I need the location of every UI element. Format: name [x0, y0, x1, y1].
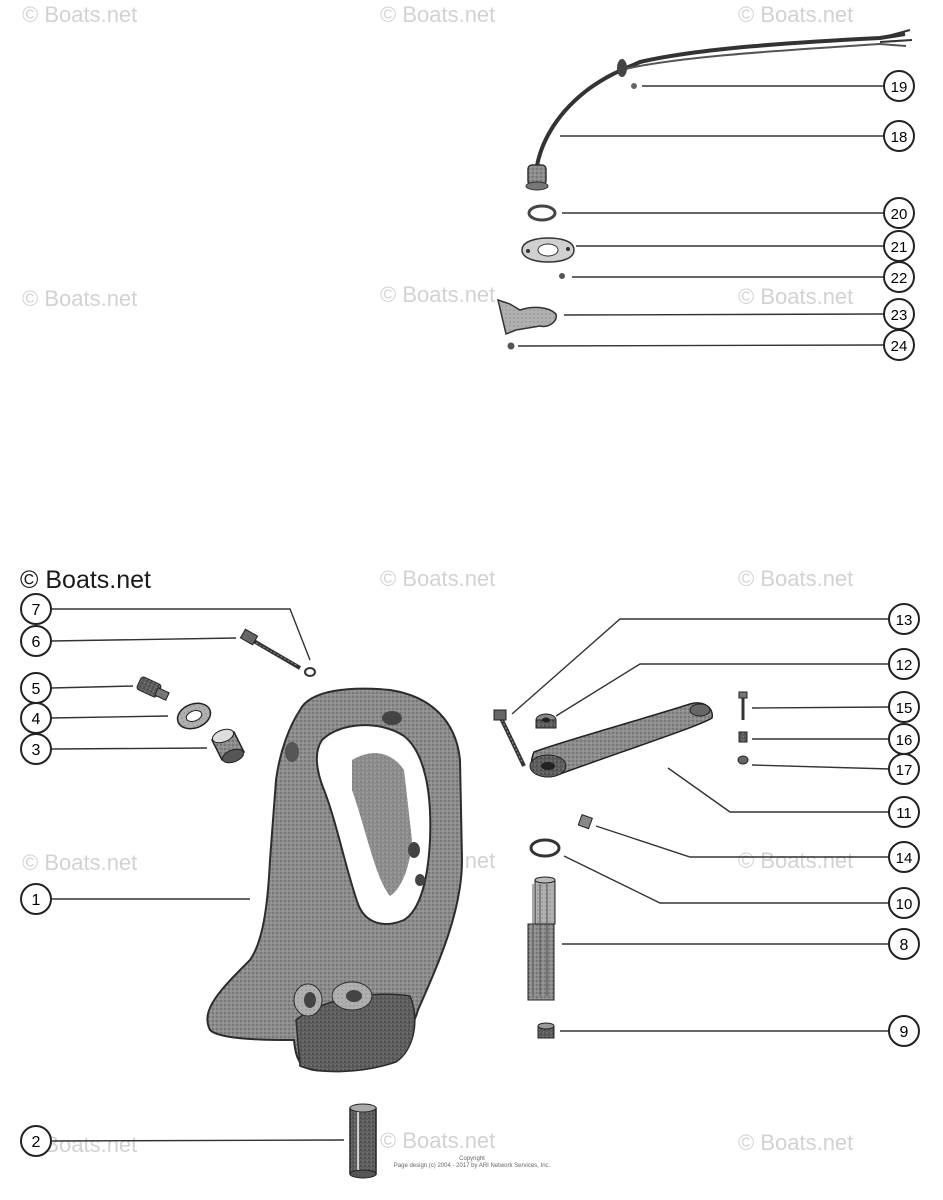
o-ring — [527, 204, 557, 222]
pin — [349, 1103, 377, 1179]
watermark: © Boats.net — [380, 2, 496, 27]
bolt — [239, 628, 302, 670]
bolt — [738, 691, 748, 720]
callout-label: 3 — [32, 742, 41, 759]
callout-1[interactable]: 1 — [20, 883, 52, 915]
callout-24[interactable]: 24 — [883, 329, 915, 361]
grease-fitting — [136, 676, 170, 701]
callout-10[interactable]: 10 — [888, 887, 920, 919]
watermark: © Boats.net — [22, 850, 138, 875]
callout-label: 11 — [896, 805, 912, 822]
watermark: © Boats.net — [738, 848, 854, 873]
callout-22[interactable]: 22 — [883, 261, 915, 293]
callout-21[interactable]: 21 — [883, 230, 915, 262]
callout-14[interactable]: 14 — [888, 841, 920, 873]
bracket — [496, 298, 557, 336]
callout-17[interactable]: 17 — [888, 753, 920, 785]
callout-label: 4 — [32, 711, 41, 728]
watermark: © Boats.net — [380, 566, 496, 591]
callout-15[interactable]: 15 — [888, 691, 920, 723]
callout-label: 1 — [32, 892, 41, 909]
nut — [559, 273, 565, 279]
spacer — [738, 731, 748, 743]
washer — [176, 702, 212, 730]
copyright-line: Page design (c) 2004 - 2017 by ARI Netwo… — [393, 1163, 551, 1169]
callout-2[interactable]: 2 — [20, 1125, 52, 1157]
callout-label: 10 — [896, 896, 913, 913]
copyright-line: Copyright — [459, 1156, 485, 1162]
callout-23[interactable]: 23 — [883, 298, 915, 330]
watermark: © Boats.net — [380, 1128, 496, 1153]
callout-label: 14 — [896, 850, 913, 867]
callout-label: 18 — [891, 129, 908, 146]
gasket-plate — [521, 237, 575, 263]
callout-9[interactable]: 9 — [888, 1015, 920, 1047]
callout-3[interactable]: 3 — [20, 733, 52, 765]
callout-7[interactable]: 7 — [20, 593, 52, 625]
callout-label: 21 — [891, 239, 908, 256]
callout-5[interactable]: 5 — [20, 672, 52, 704]
watermark: © Boats.net — [380, 282, 496, 307]
callout-8[interactable]: 8 — [888, 928, 920, 960]
gimbal-housing — [206, 687, 464, 1073]
watermark: © Boats.net — [22, 286, 138, 311]
watermark: © Boats.net — [738, 2, 854, 27]
callout-label: 12 — [896, 657, 913, 674]
watermark: © Boats.net — [738, 566, 854, 591]
callout-label: 6 — [32, 634, 41, 651]
bolt — [493, 709, 526, 767]
callout-label: 9 — [900, 1024, 909, 1041]
callout-12[interactable]: 12 — [888, 648, 920, 680]
callout-label: 7 — [32, 602, 41, 619]
callout-18[interactable]: 18 — [883, 120, 915, 152]
callout-13[interactable]: 13 — [888, 603, 920, 635]
splined-shaft — [527, 876, 556, 1001]
copyright-notice: Copyright Page design (c) 2004 - 2017 by… — [372, 1156, 572, 1170]
wiring-harness — [525, 29, 913, 191]
callout-label: 2 — [32, 1134, 41, 1151]
callout-4[interactable]: 4 — [20, 702, 52, 734]
nut — [535, 713, 557, 729]
leader-lines — [50, 85, 891, 1142]
callout-6[interactable]: 6 — [20, 625, 52, 657]
callout-label: 24 — [891, 338, 908, 355]
callout-label: 8 — [900, 937, 909, 954]
callout-20[interactable]: 20 — [883, 197, 915, 229]
nut — [304, 667, 316, 677]
nut — [507, 342, 515, 350]
o-ring — [529, 838, 561, 858]
screw — [631, 83, 637, 89]
callout-label: 23 — [891, 307, 908, 324]
callout-label: 15 — [896, 700, 913, 717]
callout-11[interactable]: 11 — [888, 796, 920, 828]
callout-label: 13 — [896, 612, 913, 629]
watermark: © Boats.net — [738, 284, 854, 309]
bushing — [537, 1022, 555, 1039]
nut — [577, 813, 593, 830]
watermark-heading: © Boats.net — [20, 566, 151, 594]
callout-label: 17 — [896, 762, 913, 779]
callout-label: 5 — [32, 681, 41, 698]
callout-label: 20 — [891, 206, 908, 223]
watermark: © Boats.net — [738, 1130, 854, 1155]
watermark: © Boats.net — [22, 2, 138, 27]
callout-16[interactable]: 16 — [888, 723, 920, 755]
callout-19[interactable]: 19 — [883, 70, 915, 102]
callout-label: 22 — [891, 270, 908, 287]
callout-label: 16 — [896, 732, 913, 749]
steering-arm — [529, 702, 713, 778]
bushing — [210, 728, 246, 764]
callout-label: 19 — [891, 79, 908, 96]
nut — [737, 755, 749, 765]
